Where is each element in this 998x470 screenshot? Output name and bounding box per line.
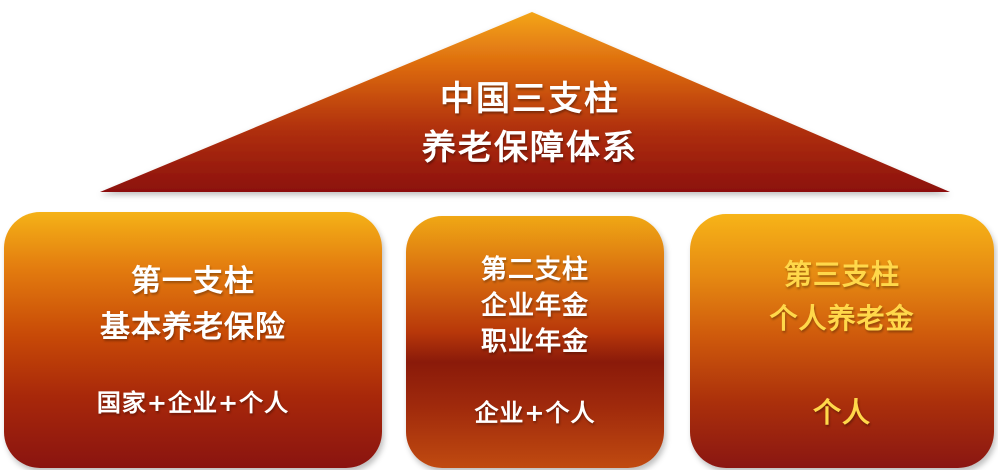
roof-title-line-1: 中国三支柱 bbox=[440, 79, 620, 119]
roof-triangle bbox=[100, 12, 950, 192]
pillar-second: 第二支柱 企业年金 职业年金 企业+个人 bbox=[406, 216, 664, 468]
pillar-second-title: 第二支柱 bbox=[480, 255, 589, 285]
roof-title-line-2: 养老保障体系 bbox=[422, 128, 638, 168]
pillar-third: 第三支柱 个人养老金 个人 bbox=[690, 214, 994, 468]
pillar-second-line-2: 职业年金 bbox=[480, 327, 589, 357]
pillar-third-contributors: 个人 bbox=[812, 396, 871, 429]
pillar-third-title: 第三支柱 bbox=[783, 258, 900, 291]
pillar-first: 第一支柱 基本养老保险 国家+企业+个人 bbox=[4, 212, 382, 468]
pillar-first-contributors: 国家+企业+个人 bbox=[96, 389, 290, 417]
pillar-second-contributors: 企业+个人 bbox=[474, 399, 596, 427]
pillar-third-subtitle: 个人养老金 bbox=[769, 302, 915, 335]
pillar-second-line-1: 企业年金 bbox=[480, 291, 589, 321]
pillar-first-subtitle: 基本养老保险 bbox=[100, 310, 286, 345]
pillar-first-title: 第一支柱 bbox=[131, 264, 255, 299]
roof-shape bbox=[100, 12, 950, 192]
